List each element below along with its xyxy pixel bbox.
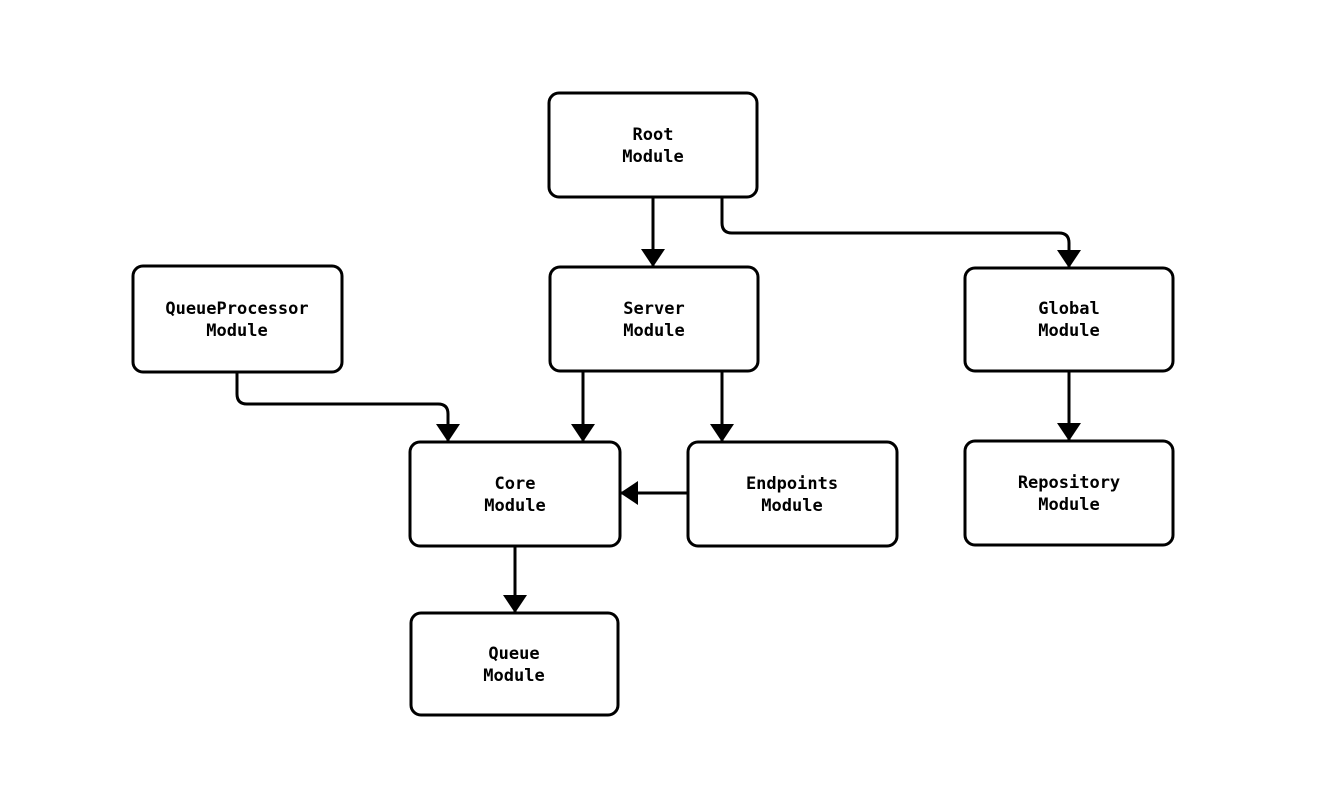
node-queueprocessor-module-label-line2: Module — [206, 321, 267, 341]
node-core-module-label-line1: Core — [495, 474, 536, 494]
node-queue-module-box — [409, 611, 620, 717]
edge-layer — [235, 197, 1081, 613]
node-layer: Root Module QueueProcessor Module Server… — [131, 91, 1175, 717]
node-core-module-label-line2: Module — [484, 496, 545, 516]
node-repository-module-label-line1: Repository — [1018, 473, 1120, 493]
node-global-module-box — [963, 266, 1175, 373]
node-server-module-label-line1: Server — [623, 299, 684, 319]
node-endpoints-module-box — [686, 440, 899, 548]
node-root-module: Root Module — [547, 91, 759, 199]
node-queue-module: Queue Module — [409, 611, 620, 717]
node-core-module: Core Module — [408, 440, 622, 548]
edge-queueprocessor-to-core — [235, 372, 460, 442]
node-repository-module-box — [963, 439, 1175, 547]
node-queue-module-label-line1: Queue — [488, 644, 539, 664]
node-root-module-label-line2: Module — [622, 147, 683, 167]
node-endpoints-module: Endpoints Module — [686, 440, 899, 548]
node-repository-module: Repository Module — [963, 439, 1175, 547]
node-repository-module-label-line2: Module — [1038, 495, 1099, 515]
node-server-module-box — [548, 265, 760, 373]
node-queue-module-label-line2: Module — [483, 666, 544, 686]
node-server-module-label-line2: Module — [623, 321, 684, 341]
node-queueprocessor-module-box — [131, 264, 344, 374]
node-root-module-box — [547, 91, 759, 199]
node-queueprocessor-module-label-line1: QueueProcessor — [165, 299, 308, 319]
node-global-module-label-line1: Global — [1038, 299, 1099, 319]
node-global-module: Global Module — [963, 266, 1175, 373]
edge-root-to-global — [720, 197, 1081, 268]
node-global-module-label-line2: Module — [1038, 321, 1099, 341]
node-root-module-label-line1: Root — [633, 125, 674, 145]
node-server-module: Server Module — [548, 265, 760, 373]
node-endpoints-module-label-line2: Module — [761, 496, 822, 516]
node-queueprocessor-module: QueueProcessor Module — [131, 264, 344, 374]
node-core-module-box — [408, 440, 622, 548]
node-endpoints-module-label-line1: Endpoints — [746, 474, 838, 494]
